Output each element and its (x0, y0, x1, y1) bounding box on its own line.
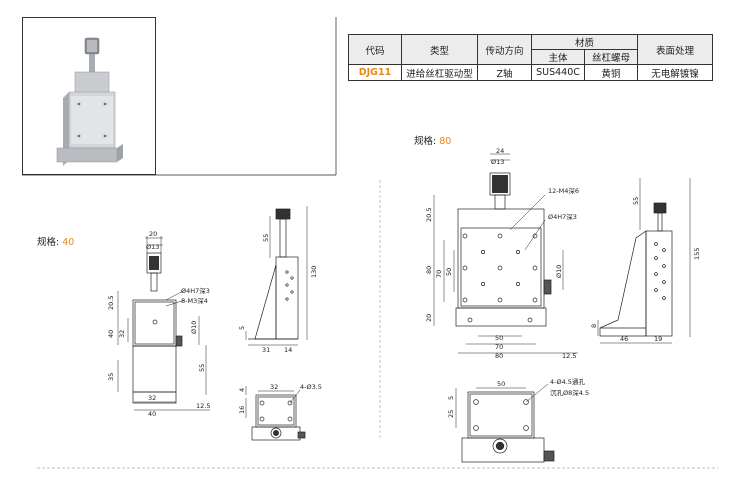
dim-40-side-h: 55 (198, 364, 206, 372)
dim-40-side-foot: 5 (238, 326, 246, 330)
dim-40-screw-holes: 8-M3深4 (181, 296, 208, 305)
dim-80-plan-holes: 4-Ø4.5通孔 (550, 377, 585, 386)
dim-40-plan-h1: 4 (238, 388, 246, 392)
dim-80-stage-h2: 70 (435, 270, 443, 278)
dim-40-pin-hole: Ø4H7深3 (181, 286, 210, 295)
dim-40-side-base: 31 (262, 346, 270, 354)
dim-40-offset: 12.5 (196, 402, 210, 410)
dim-80-plan-w: 50 (497, 380, 505, 388)
dim-80-bot-70: 70 (495, 343, 503, 351)
dim-40-bot-w: 40 (148, 410, 156, 418)
dim-80-top-w: 24 (496, 147, 504, 155)
cell-surface: 无电解镀镍 (637, 64, 713, 81)
spec-table: 代码 类型 传动方向 材质 表面处理 主体 丝杠螺母 DJG11 进给丝杠驱动型… (348, 34, 713, 81)
dim-40-bot-inner: 32 (148, 394, 156, 402)
header-material-main: 主体 (531, 49, 585, 65)
dim-80-bot-50: 50 (495, 334, 503, 342)
dim-80-side-top: 55 (632, 197, 640, 205)
dim-40-side-top: 55 (262, 234, 270, 242)
cell-code: DJG11 (348, 64, 402, 81)
dim-80-plan-h2: 25 (447, 410, 455, 418)
dim-80-side-plate: 19 (654, 335, 662, 343)
spec-40-label: 规格: 40 (37, 234, 74, 248)
dim-80-screw-holes: 12-M4深6 (548, 186, 579, 195)
dim-80-plan-h1: 5 (447, 396, 455, 400)
dim-40-side-plate: 14 (284, 346, 292, 354)
header-material: 材质 (531, 34, 638, 50)
dim-80-side-total: 155 (693, 248, 701, 260)
spec-80-side-view (599, 202, 673, 337)
dim-80-stage-h1: 80 (425, 266, 433, 274)
product-photo-frame (22, 17, 156, 175)
dim-40-bore: Ø10 (190, 321, 198, 334)
dim-40-top-w: 20 (149, 230, 157, 238)
dim-80-side-base: 46 (620, 335, 628, 343)
header-material-nut: 丝杠螺母 (584, 49, 638, 65)
dim-80-bot-80: 80 (495, 352, 503, 360)
dim-80-bore: Ø10 (555, 265, 563, 278)
dim-40-plan-hole: 4-Ø3.5 (300, 383, 322, 391)
table-row: DJG11 进给丝杠驱动型 Z轴 SUS440C 黄铜 无电解镀镍 (348, 64, 713, 81)
header-drive: 传动方向 (477, 34, 532, 65)
dim-80-stage-h3: 50 (445, 268, 453, 276)
dim-40-inner-h: 32 (118, 330, 126, 338)
header-surface: 表面处理 (637, 34, 713, 65)
dim-80-knob-d: Ø13 (491, 158, 504, 166)
dim-80-plan-cbore: 沉孔Ø8深4.5 (550, 388, 589, 397)
dim-40-stage-h: 40 (107, 330, 115, 338)
dim-40-knob-d: Ø13 (146, 243, 159, 251)
spec-40-plan-view (251, 394, 306, 441)
dim-80-pin-hole: Ø4H7深3 (548, 212, 577, 221)
dim-40-base-h: 35 (107, 373, 115, 381)
cell-drive: Z轴 (477, 64, 532, 81)
spec-80-label: 规格: 80 (414, 133, 451, 147)
dim-80-side-foot: 8 (590, 324, 598, 328)
dim-40-plan-w: 32 (270, 383, 278, 391)
spec-40-label-text: 规格: (37, 237, 60, 248)
spec-80-plan-view (461, 391, 555, 463)
cell-nut: 黄铜 (584, 64, 638, 81)
spec-40-front-view (132, 252, 183, 404)
dim-80-offset: 12.5 (562, 352, 576, 360)
spec-80-label-text: 规格: (414, 136, 437, 147)
spec-40-label-value: 40 (62, 237, 75, 248)
spec-40-side-view (248, 208, 299, 340)
dim-40-side-total: 130 (310, 266, 318, 278)
cell-main: SUS440C (531, 64, 585, 81)
dim-40-plan-h2: 16 (238, 406, 246, 414)
spec-80-front-view (455, 172, 552, 327)
spec-80-label-value: 80 (439, 136, 452, 147)
dim-40-top-h: 20.5 (107, 296, 115, 310)
dim-80-base-h: 20 (425, 314, 433, 322)
dim-80-top-h: 20.5 (425, 208, 433, 222)
product-photo (56, 37, 123, 166)
